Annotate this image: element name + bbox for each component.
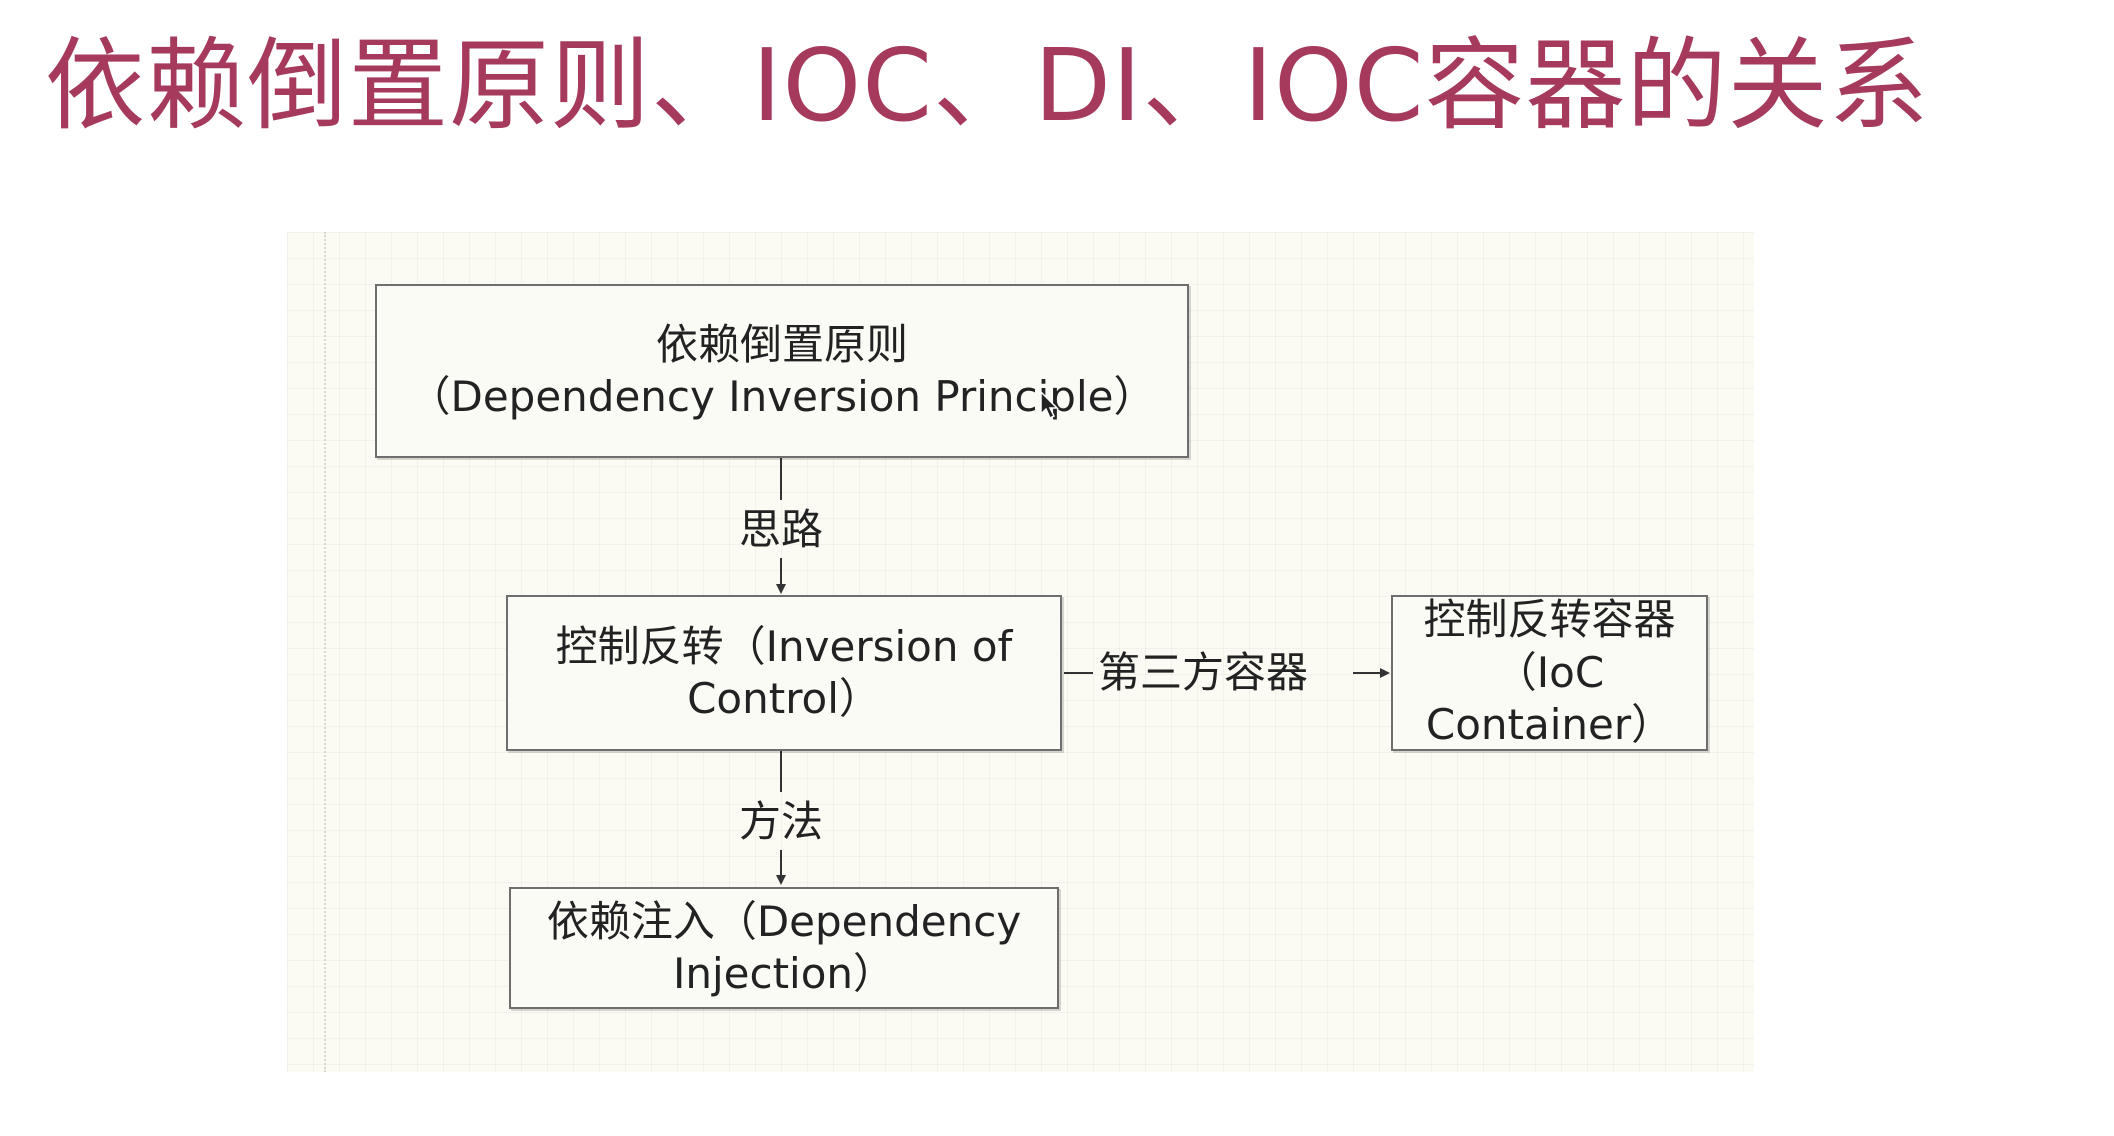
mouse-cursor-icon (1040, 390, 1059, 420)
node-di-line2: Injection） (672, 949, 896, 998)
canvas-guide-line (324, 232, 326, 1072)
flow-diagram: 依赖倒置原则 （Dependency Inversion Principle） … (287, 232, 1754, 1072)
edge-label-third-party-container: 第三方容器 (1098, 648, 1309, 697)
node-dependency-injection: 依赖注入（Dependency Injection） (509, 887, 1059, 1009)
node-ioc-line1: 控制反转（Inversion of (555, 621, 1013, 671)
node-di-line1: 依赖注入（Dependency (546, 896, 1022, 946)
edge-label-thinking: 思路 (739, 505, 824, 554)
node-container-line3: Container） (1425, 700, 1674, 750)
node-dip-line2: （Dependency Inversion Principle） (408, 372, 1156, 421)
node-container-line2: （IoC (1494, 647, 1605, 697)
edge-label-method: 方法 (739, 797, 824, 846)
slide-title: 依赖倒置原则、IOC、DI、IOC容器的关系 (45, 27, 1930, 144)
connector-arrows (776, 458, 1390, 885)
node-ioc-line2: Control） (687, 674, 881, 723)
node-inversion-of-control: 控制反转（Inversion of Control） (506, 595, 1062, 751)
node-container-line1: 控制反转容器 (1423, 595, 1676, 645)
node-dip-line1: 依赖倒置原则 (655, 319, 908, 369)
node-dependency-inversion-principle: 依赖倒置原则 （Dependency Inversion Principle） (375, 284, 1189, 458)
node-ioc-container: 控制反转容器 （IoC Container） (1391, 595, 1708, 751)
